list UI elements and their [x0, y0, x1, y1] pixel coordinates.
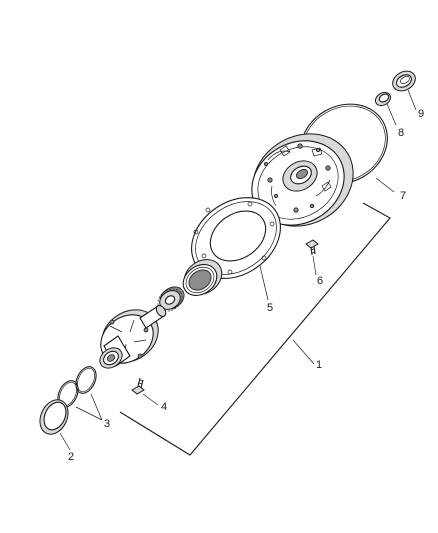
callout-1: 1 [315, 359, 323, 371]
leader-line-8 [386, 103, 397, 126]
leader-line-7 [375, 177, 395, 193]
pump-body-part [251, 133, 354, 227]
assembly-bracket-line [119, 202, 391, 456]
callout-3: 3 [103, 418, 111, 430]
reaction-shaft-support-part [99, 305, 167, 369]
bolt-part-6 [305, 239, 319, 256]
leader-line-5 [259, 265, 269, 301]
leader-line-2 [59, 432, 71, 451]
ring-part [39, 399, 69, 435]
callout-8: 8 [397, 127, 405, 139]
gasket-part [191, 197, 281, 279]
callout-2: 2 [67, 451, 75, 463]
callout-9: 9 [417, 108, 425, 120]
leader-line-9 [407, 89, 417, 111]
callout-6: 6 [316, 275, 324, 287]
callout-4: 4 [160, 401, 168, 413]
leader-line-3b [75, 406, 103, 421]
bushing-part [374, 91, 392, 107]
inner-rotor-part [157, 286, 185, 312]
leader-line-6 [312, 255, 317, 276]
leader-line-3a [90, 393, 103, 421]
leader-line-1 [292, 339, 315, 365]
callout-7: 7 [399, 190, 407, 202]
seal-part [392, 70, 416, 92]
callout-5: 5 [266, 302, 274, 314]
bolt-part-4 [131, 377, 145, 395]
outer-rotor-part [182, 259, 223, 296]
leader-line-4 [142, 393, 159, 406]
